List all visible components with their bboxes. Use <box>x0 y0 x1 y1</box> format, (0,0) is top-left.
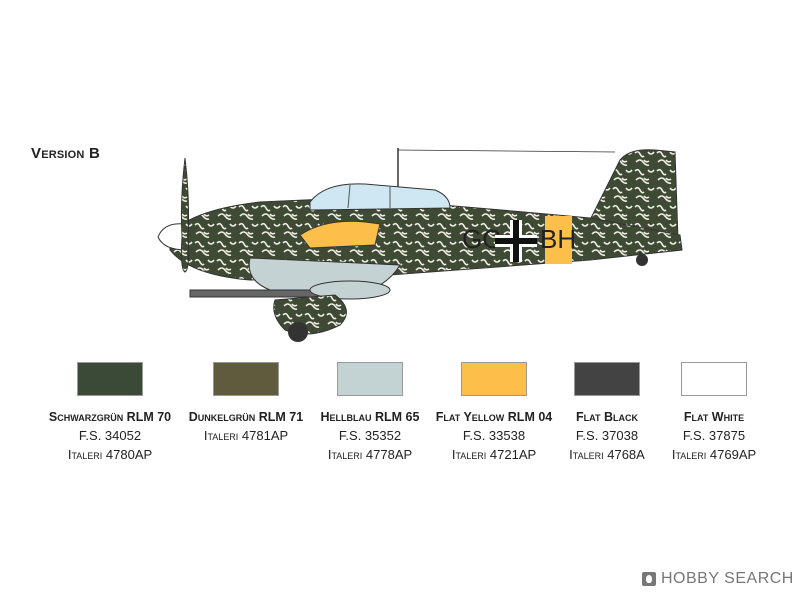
watermark-text: HOBBY SEARCH <box>661 570 794 587</box>
paint-code: 4769AP <box>709 447 757 462</box>
paint-code: 4768A <box>607 447 645 462</box>
propeller <box>180 157 190 273</box>
italeri-code: Italeri 4780AP <box>30 445 190 464</box>
color-chip <box>337 362 403 396</box>
italeri-code: Italeri 4781AP <box>166 426 326 445</box>
version-title: Version B <box>31 145 100 162</box>
brand-name: Italeri <box>671 447 707 462</box>
landing-gear-spat <box>273 294 347 335</box>
paint-name: Schwarzgrün RLM 70 <box>48 410 172 424</box>
fs-code: F.S. 35352 <box>338 428 402 443</box>
paint-name: Hellblau RLM 65 <box>320 410 420 424</box>
italeri-code: Italeri 4768A <box>527 445 687 464</box>
color-chip <box>213 362 279 396</box>
color-chip <box>574 362 640 396</box>
italeri-code: Italeri 4778AP <box>290 445 450 464</box>
aircraft-illustration: GC BH <box>157 148 683 342</box>
yellow-fuselage-band <box>545 216 572 264</box>
italeri-code: Italeri 4721AP <box>414 445 574 464</box>
tail-wheel <box>636 254 648 266</box>
paint-name: Dunkelgrün RLM 71 <box>188 410 304 424</box>
canopy <box>309 183 451 211</box>
paint-name: Flat Yellow RLM 04 <box>435 410 553 424</box>
fs-code: F.S. 37875 <box>682 428 746 443</box>
paint-name: Flat Black <box>576 410 638 424</box>
paint-code: 4778AP <box>365 447 413 462</box>
paint-code: 4781AP <box>241 428 289 443</box>
paint-code: 4721AP <box>489 447 537 462</box>
brand-name: Italeri <box>67 447 103 462</box>
color-chip <box>461 362 527 396</box>
watermark: HOBBY SEARCH <box>642 570 794 588</box>
paint-name: Flat White <box>683 410 745 424</box>
fs-code: F.S. 33538 <box>462 428 526 443</box>
italeri-code: Italeri 4769AP <box>634 445 794 464</box>
wheel <box>288 322 308 342</box>
code-right: BH <box>540 224 576 254</box>
antenna-wire <box>397 149 616 153</box>
color-chip <box>77 362 143 396</box>
hobby-search-logo-icon <box>642 572 656 586</box>
color-swatch: Dunkelgrün RLM 71 Italeri 4781AP <box>166 362 326 445</box>
brand-name: Italeri <box>327 447 363 462</box>
balkenkreuz <box>495 220 537 262</box>
brand-name: Italeri <box>569 447 604 462</box>
cannon-pod <box>309 280 391 300</box>
code-left: GC <box>462 224 501 254</box>
brand-name: Italeri <box>451 447 487 462</box>
paint-code: 4780AP <box>105 447 153 462</box>
yellow-cowling-band <box>299 220 381 249</box>
canopy-frame <box>347 184 351 209</box>
fs-code: F.S. 34052 <box>78 428 142 443</box>
fs-code: F.S. 37038 <box>575 428 639 443</box>
color-chip <box>681 362 747 396</box>
brand-name: Italeri <box>203 428 239 443</box>
